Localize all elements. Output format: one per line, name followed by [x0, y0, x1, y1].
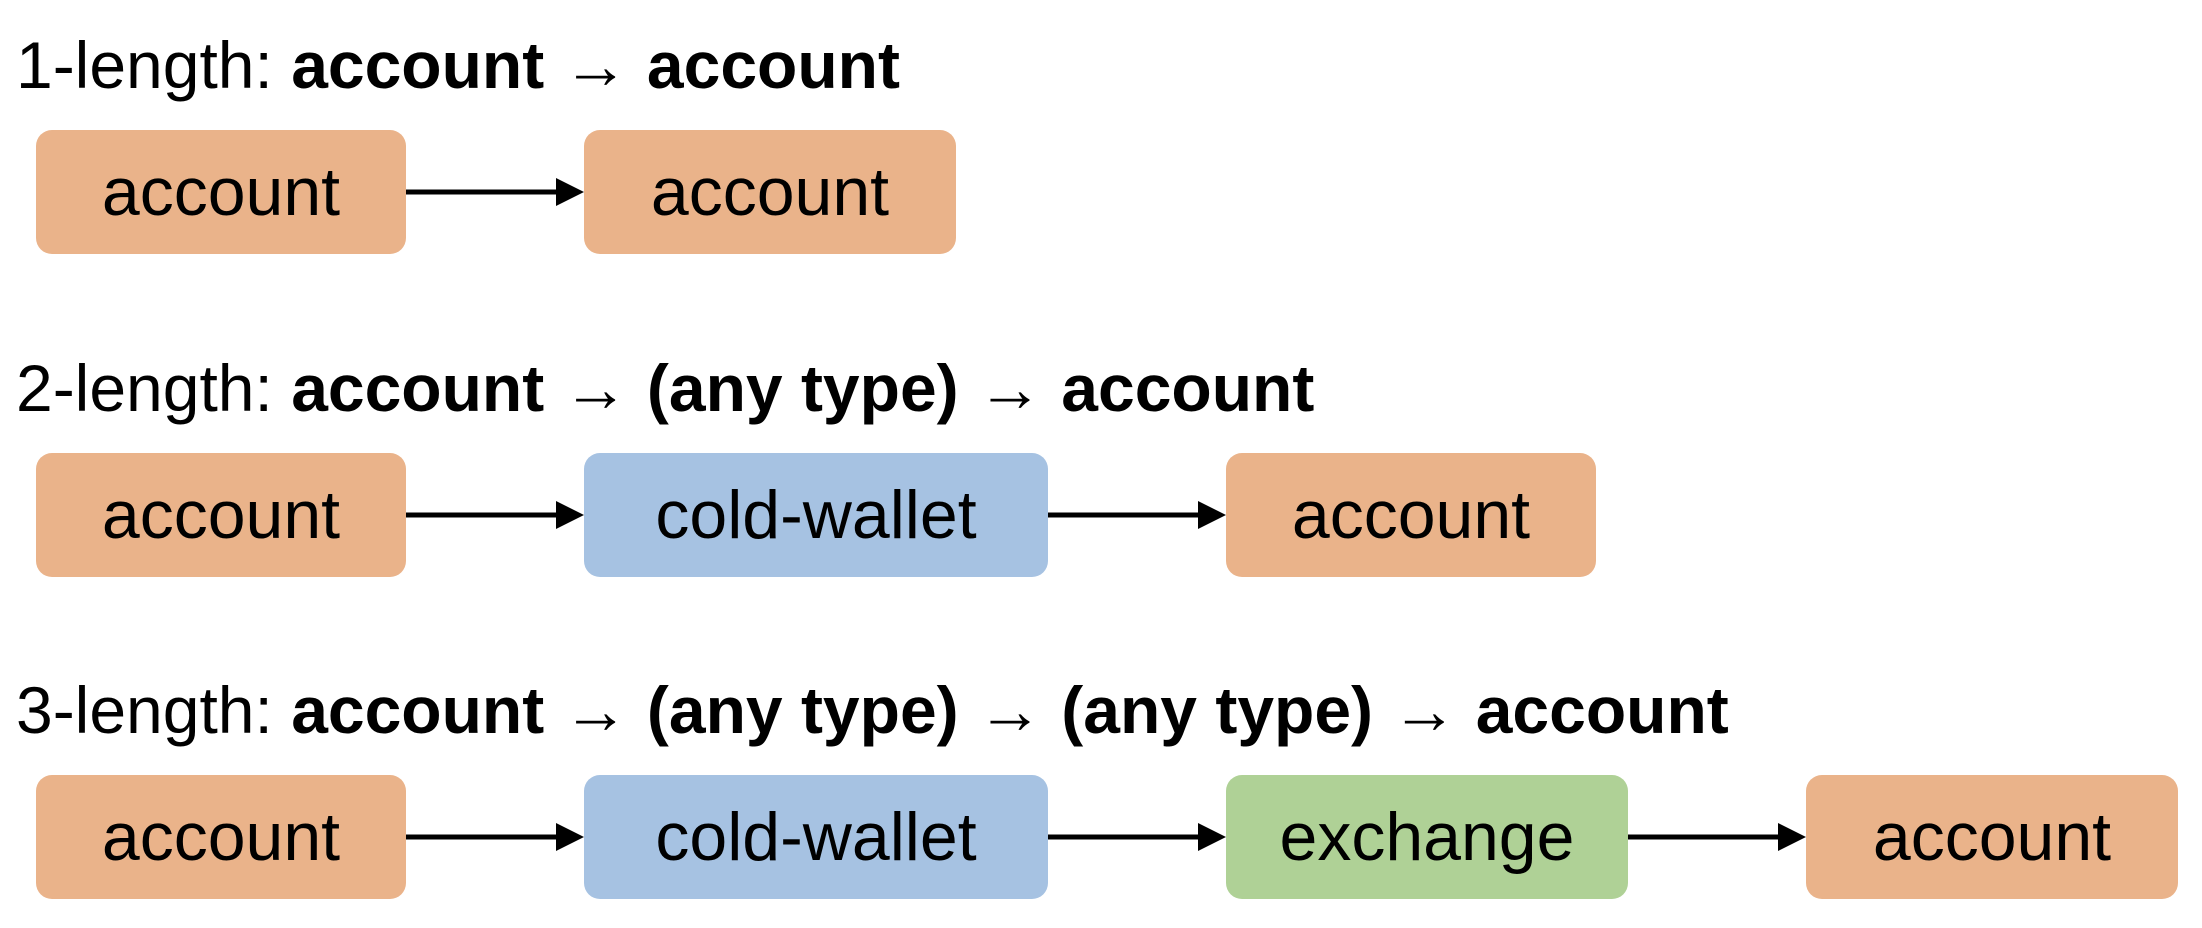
- row-2-node-1: account: [36, 453, 406, 577]
- row-3-node-2: cold-wallet: [584, 775, 1048, 899]
- row-3-pattern: account → (any type) → (any type) → acco…: [291, 673, 1729, 747]
- row-1-heading: 1-length: account → account: [16, 32, 900, 98]
- row-2-arrow-2: [1048, 453, 1226, 577]
- row-3-arrow-2: [1048, 775, 1226, 899]
- row-1-node-1: account: [36, 130, 406, 254]
- row-3-heading: 3-length: account → (any type) → (any ty…: [16, 677, 1729, 743]
- row-1-pattern: account → account: [291, 28, 900, 102]
- row-3-length-label: 3-length:: [16, 673, 292, 747]
- row-1-arrow-1: [406, 130, 584, 254]
- row-2-pattern: account → (any type) → account: [291, 351, 1315, 425]
- row-2-length-label: 2-length:: [16, 351, 292, 425]
- row-2-arrow-1: [406, 453, 584, 577]
- row-3-node-3: exchange: [1226, 775, 1628, 899]
- row-3-arrow-3: [1628, 775, 1806, 899]
- row-1-node-2: account: [584, 130, 956, 254]
- row-3-path: account cold-wallet exchange account: [0, 775, 2202, 899]
- row-3-arrow-1: [406, 775, 584, 899]
- row-2-path: account cold-wallet account: [0, 453, 2202, 577]
- row-1-length-label: 1-length:: [16, 28, 292, 102]
- row-2-node-2: cold-wallet: [584, 453, 1048, 577]
- row-3-node-1: account: [36, 775, 406, 899]
- row-2-heading: 2-length: account → (any type) → account: [16, 355, 1314, 421]
- row-1-path: account account: [0, 130, 2202, 254]
- row-2-node-3: account: [1226, 453, 1596, 577]
- row-3-node-4: account: [1806, 775, 2178, 899]
